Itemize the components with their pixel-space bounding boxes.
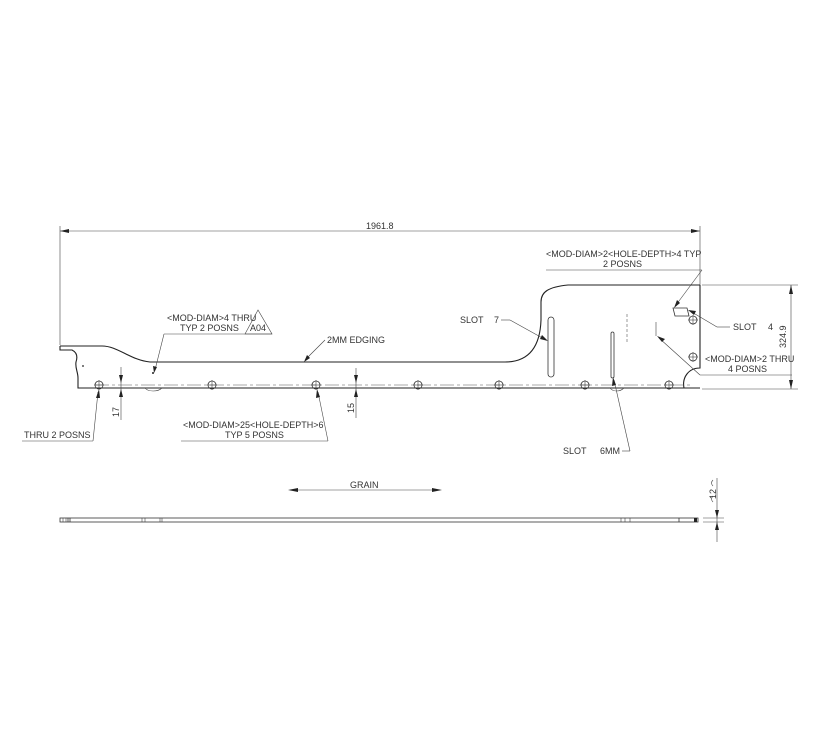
callout-slot-7: SLOT 7: [460, 315, 548, 341]
svg-text:TYP 5 POSNS: TYP 5 POSNS: [225, 430, 284, 440]
grain-indicator: GRAIN: [288, 480, 442, 492]
hole-crosshair-icon: [688, 352, 698, 362]
svg-text:4 POSNS: 4 POSNS: [728, 364, 767, 374]
svg-text:<MOD-DIAM>25<HOLE-DEPTH>6: <MOD-DIAM>25<HOLE-DEPTH>6: [183, 420, 324, 430]
overall-length-label: 1961.8: [366, 221, 394, 231]
svg-text:<MOD-DIAM>4 THRU: <MOD-DIAM>4 THRU: [167, 313, 256, 323]
svg-text:15: 15: [346, 403, 356, 413]
svg-text:<MOD-DIAM>2<HOLE-DEPTH>4 TYP: <MOD-DIAM>2<HOLE-DEPTH>4 TYP: [546, 249, 701, 259]
revision-triangle-icon: [244, 309, 273, 335]
dimension-arrow-icon: [789, 285, 793, 294]
overall-height-dimension: 324.9: [702, 284, 798, 390]
overall-length-dimension: 1961.8: [59, 221, 701, 345]
callout-blind-holes: <MOD-DIAM>25<HOLE-DEPTH>6 TYP 5 POSNS: [181, 389, 329, 442]
svg-text:2 POSNS: 2 POSNS: [603, 259, 642, 269]
svg-text:2MM EDGING: 2MM EDGING: [327, 335, 385, 345]
hole-crosshair-icon: [207, 380, 217, 390]
callout-thru-holes-right: <MOD-DIAM>2 THRU 4 POSNS: [657, 336, 794, 376]
revision-tag: A04: [250, 323, 266, 333]
hole-offset-17-dimension: 17: [111, 367, 123, 420]
hole-offset-15-dimension: 15: [346, 368, 358, 418]
svg-text:SLOT: SLOT: [733, 322, 757, 332]
callout-slot-6mm: SLOT 6MM: [563, 377, 631, 456]
overall-height-label: 324.9: [778, 325, 788, 348]
dimension-arrow-icon: [60, 229, 69, 233]
grain-label: GRAIN: [350, 480, 379, 490]
callout-thru-2-posns: THRU 2 POSNS: [22, 389, 100, 442]
holes: [94, 315, 698, 390]
dimension-arrow-icon: [691, 229, 700, 233]
svg-text:<MOD-DIAM>2 THRU: <MOD-DIAM>2 THRU: [705, 354, 794, 364]
dimension-arrow-icon: [789, 380, 793, 389]
svg-text:12: 12: [708, 489, 718, 499]
hole-crosshair-icon: [688, 315, 698, 325]
svg-text:SLOT: SLOT: [460, 315, 484, 325]
svg-text:17: 17: [111, 407, 121, 417]
edge-view: [59, 517, 699, 523]
hole-crosshair-icon: [580, 380, 590, 390]
callout-thru-holes-left: <MOD-DIAM>4 THRU TYP 2 POSNS A04: [153, 309, 273, 373]
hole-crosshair-icon: [311, 380, 321, 390]
svg-text:7: 7: [494, 315, 499, 325]
slot-7: [547, 316, 555, 378]
svg-text:SLOT: SLOT: [563, 446, 587, 456]
thickness-dimension: 12: [703, 478, 724, 542]
slot-6mm: [610, 331, 615, 379]
svg-text:TYP 2 POSNS: TYP 2 POSNS: [180, 323, 239, 333]
arrow-right-icon: [432, 488, 442, 492]
hole-crosshair-icon: [494, 380, 504, 390]
svg-text:4: 4: [768, 322, 773, 332]
callout-top-right-holes: <MOD-DIAM>2<HOLE-DEPTH>4 TYP 2 POSNS: [546, 249, 703, 308]
slots: [547, 307, 690, 379]
svg-text:THRU 2 POSNS: THRU 2 POSNS: [24, 430, 91, 440]
callout-edging: 2MM EDGING: [304, 335, 385, 362]
svg-text:6MM: 6MM: [600, 446, 620, 456]
callout-slot-4: SLOT 4: [688, 310, 773, 332]
hole-crosshair-icon: [413, 380, 423, 390]
arrow-left-icon: [288, 488, 298, 492]
hole-crosshair-icon: [664, 380, 674, 390]
